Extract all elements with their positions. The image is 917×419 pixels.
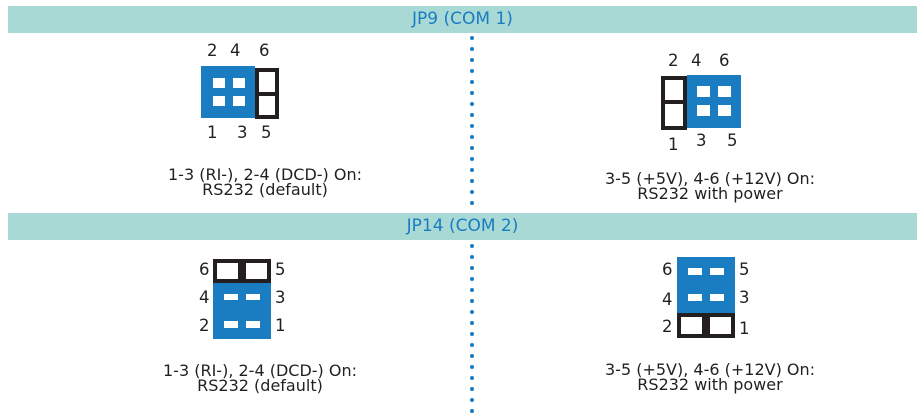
jumper-pin xyxy=(693,82,714,101)
dotted-divider-top xyxy=(470,34,475,210)
divider-dot xyxy=(470,255,474,259)
divider-dot xyxy=(470,244,474,248)
caption-line: 1-3 (RI-), 2-4 (DCD-) On: xyxy=(168,165,362,184)
pin-label: 2 xyxy=(668,51,679,70)
jumper-pin xyxy=(255,68,279,96)
divider-dot xyxy=(470,124,474,128)
divider-dot xyxy=(470,365,474,369)
caption-line: RS232 with power xyxy=(637,184,783,203)
jumper-pin xyxy=(209,92,229,110)
jumper-pin xyxy=(229,92,249,110)
divider-dot xyxy=(470,190,474,194)
pin-label: 6 xyxy=(259,41,270,60)
divider-dot xyxy=(470,321,474,325)
jumper-pin xyxy=(220,290,242,304)
divider-dot xyxy=(470,36,474,40)
caption-line: RS232 (default) xyxy=(197,376,323,395)
divider-dot xyxy=(470,135,474,139)
divider-dot xyxy=(470,266,474,270)
divider-dot xyxy=(470,113,474,117)
jumper-pin xyxy=(661,100,687,130)
divider-dot xyxy=(470,376,474,380)
divider-dot xyxy=(470,91,474,95)
divider-dot xyxy=(470,146,474,150)
jumper-pin xyxy=(714,101,735,120)
pin-label: 6 xyxy=(662,260,673,279)
jumper-caption: 3-5 (+5V), 4-6 (+12V) On: RS232 with pow… xyxy=(560,360,860,394)
pin-label: 1 xyxy=(739,319,750,338)
jumper-pin xyxy=(220,317,242,332)
pin-label: 4 xyxy=(199,288,210,307)
jumper-caption: 1-3 (RI-), 2-4 (DCD-) On: RS232 (default… xyxy=(110,361,410,395)
jumper-caption: 3-5 (+5V), 4-6 (+12V) On: RS232 with pow… xyxy=(560,169,860,203)
divider-dot xyxy=(470,398,474,402)
jumper-pin xyxy=(684,264,706,279)
pin-label: 3 xyxy=(237,123,248,142)
divider-dot xyxy=(470,179,474,183)
jumper-pin xyxy=(242,317,264,332)
caption-line: 1-3 (RI-), 2-4 (DCD-) On: xyxy=(163,361,357,380)
divider-dot xyxy=(470,168,474,172)
divider-dot xyxy=(470,332,474,336)
jumper-caption: 1-3 (RI-), 2-4 (DCD-) On: RS232 (default… xyxy=(120,165,410,199)
jumper-pin xyxy=(255,92,279,119)
divider-dot xyxy=(470,201,474,205)
divider-dot xyxy=(470,58,474,62)
pin-label: 4 xyxy=(662,290,673,309)
pin-label: 1 xyxy=(207,123,218,142)
divider-dot xyxy=(470,157,474,161)
dotted-divider-bottom xyxy=(470,242,475,417)
jumper-pin xyxy=(213,259,242,283)
jumper-pin xyxy=(242,290,264,304)
jumper-pin xyxy=(209,74,229,92)
caption-line: RS232 (default) xyxy=(202,180,328,199)
caption-line: 3-5 (+5V), 4-6 (+12V) On: xyxy=(604,360,816,379)
caption-line: 3-5 (+5V), 4-6 (+12V) On: xyxy=(604,169,816,188)
pin-label: 1 xyxy=(275,316,286,335)
pin-label: 6 xyxy=(719,51,730,70)
jumper-pin xyxy=(677,313,706,338)
divider-dot xyxy=(470,387,474,391)
pin-label: 3 xyxy=(739,288,750,307)
section-header-bar-jp14 xyxy=(8,213,917,240)
pin-label: 4 xyxy=(230,41,241,60)
jumper-pin xyxy=(706,264,728,279)
jumper-pin xyxy=(693,101,714,120)
divider-dot xyxy=(470,354,474,358)
caption-line: RS232 with power xyxy=(637,375,783,394)
jumper-pin xyxy=(684,290,706,305)
section-header-bar-jp9 xyxy=(8,6,917,33)
jumper-pin xyxy=(706,313,735,338)
section-title-jp9: JP9 (COM 1) xyxy=(412,9,513,29)
divider-dot xyxy=(470,277,474,281)
divider-dot xyxy=(470,343,474,347)
pin-label: 1 xyxy=(668,135,679,154)
jumper-pin xyxy=(714,82,735,101)
pin-label: 5 xyxy=(739,260,750,279)
pin-label: 3 xyxy=(275,288,286,307)
pin-label: 2 xyxy=(207,41,218,60)
pin-label: 2 xyxy=(199,316,210,335)
jumper-pin xyxy=(242,259,271,283)
section-title-jp14: JP14 (COM 2) xyxy=(406,216,519,236)
divider-dot xyxy=(470,47,474,51)
pin-label: 5 xyxy=(275,260,286,279)
divider-dot xyxy=(470,102,474,106)
divider-dot xyxy=(470,80,474,84)
pin-label: 4 xyxy=(691,51,702,70)
jumper-pin xyxy=(706,290,728,305)
divider-dot xyxy=(470,288,474,292)
divider-dot xyxy=(470,310,474,314)
pin-label: 5 xyxy=(727,131,738,150)
jumper-pin xyxy=(229,74,249,92)
divider-dot xyxy=(470,299,474,303)
divider-dot xyxy=(470,409,474,413)
pin-label: 3 xyxy=(696,131,707,150)
pin-label: 5 xyxy=(261,123,272,142)
pin-label: 6 xyxy=(199,260,210,279)
pin-label: 2 xyxy=(662,317,673,336)
divider-dot xyxy=(470,69,474,73)
